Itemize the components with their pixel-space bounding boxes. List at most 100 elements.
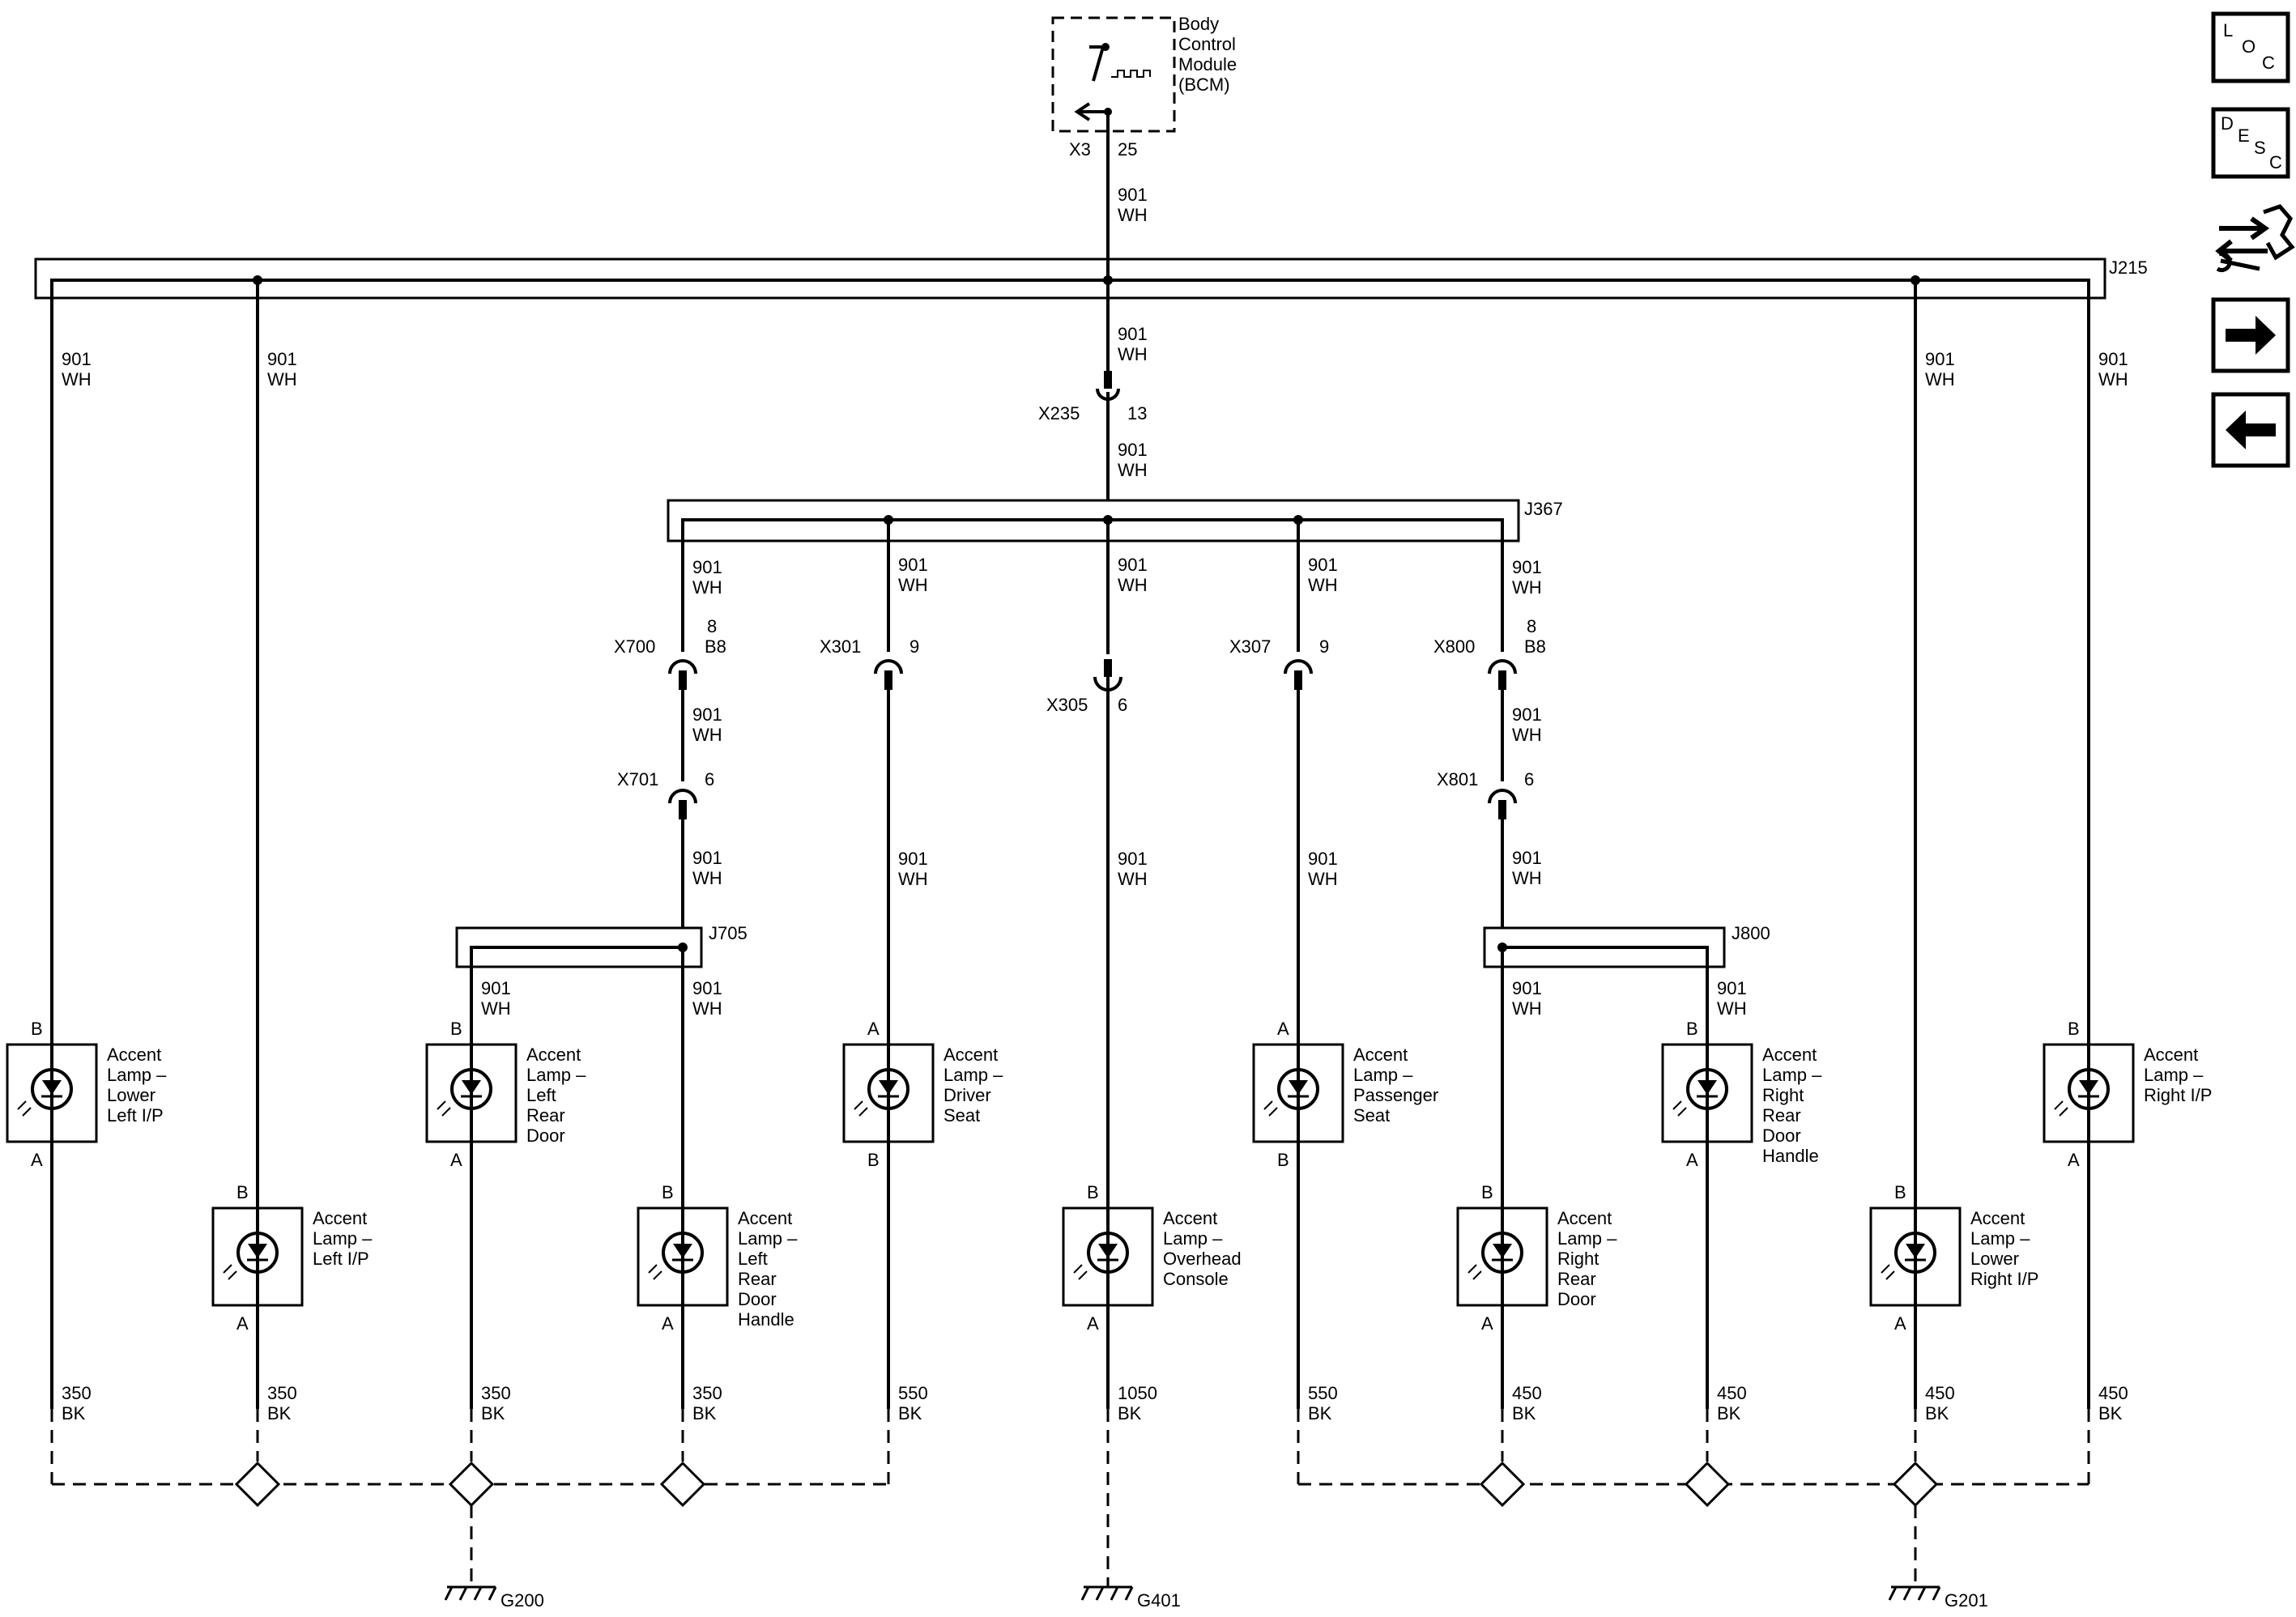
ground-wire-label: 450 xyxy=(1717,1383,1747,1403)
x700-pin-label: 8 xyxy=(707,616,717,636)
lamp-top-pin: B xyxy=(662,1182,674,1202)
ground-wire-label: 350 xyxy=(481,1383,511,1403)
wire-label: 901 xyxy=(1512,978,1542,998)
x800-connector-pin xyxy=(1498,670,1506,690)
lamp-bottom-pin: B xyxy=(867,1150,880,1170)
x301-pin-label: 9 xyxy=(909,636,919,657)
wire-label: WH xyxy=(1118,575,1148,595)
led-light-rays-icon xyxy=(17,1100,32,1117)
ground-wire-label: BK xyxy=(1512,1403,1536,1423)
lamp-label: Accent xyxy=(1762,1045,1817,1065)
lamp-label: Console xyxy=(1163,1269,1229,1289)
lamp-label: Accent xyxy=(107,1045,161,1065)
loc-button[interactable] xyxy=(2211,11,2290,83)
lamp-label: Left I/P xyxy=(313,1249,369,1269)
lamp-label: Lamp – xyxy=(1762,1065,1822,1085)
lamp-label: Seat xyxy=(1353,1105,1390,1126)
lamp-label: Lamp – xyxy=(313,1228,373,1249)
x235-connector-pin xyxy=(1104,371,1112,389)
ground-g201-icon xyxy=(1888,1585,1941,1601)
wire-label: WH xyxy=(1118,344,1148,364)
lamp-top-pin: A xyxy=(867,1019,880,1039)
lamp-bottom-pin: A xyxy=(31,1150,43,1170)
ground-splice-diamond xyxy=(659,1461,706,1508)
ground-splice-diamond xyxy=(448,1461,495,1508)
lamp-label: Door xyxy=(526,1126,565,1146)
lamp-bottom-pin: A xyxy=(1894,1313,1906,1334)
bcm-pulse-icon xyxy=(1111,70,1151,78)
lamp-label: Lamp – xyxy=(1970,1228,2030,1249)
wire-label: WH xyxy=(1308,869,1338,889)
x301-connector-pin xyxy=(884,670,892,690)
x800-connector-label: X800 xyxy=(1433,636,1475,657)
lamp-label: Lamp – xyxy=(944,1065,1003,1085)
lamp-label: Driver xyxy=(944,1085,991,1105)
x800-pin-label: 8 xyxy=(1527,616,1536,636)
lamp-label: Left I/P xyxy=(107,1105,164,1126)
wire-label: 901 xyxy=(1118,555,1148,575)
bcm-connector-label: X3 xyxy=(1069,139,1091,160)
lamp-label: Right I/P xyxy=(2144,1085,2212,1105)
lamp-top-pin: B xyxy=(1686,1019,1698,1039)
lamp-label: Rear xyxy=(738,1269,777,1289)
wire-label: WH xyxy=(2098,369,2128,389)
ground-wire-label: 550 xyxy=(1308,1383,1338,1403)
wire-label: WH xyxy=(898,869,928,889)
ground-label: G201 xyxy=(1945,1590,1988,1611)
lamp-label: Door xyxy=(1557,1289,1596,1309)
lamp-top-pin: B xyxy=(2068,1019,2080,1039)
bcm-module-name: Control xyxy=(1178,34,1236,54)
x305-pin-label: 6 xyxy=(1118,695,1127,715)
ground-wire-label: 1050 xyxy=(1118,1383,1157,1403)
ground-wire-label: BK xyxy=(481,1403,505,1423)
led-light-rays-icon xyxy=(1073,1264,1088,1280)
j800-label: J800 xyxy=(1732,923,1770,943)
lamp-label: Lower xyxy=(1970,1249,2019,1269)
ground-splice-diamond xyxy=(1684,1461,1731,1508)
led-light-rays-icon xyxy=(1467,1264,1482,1280)
wire-label: WH xyxy=(481,998,511,1019)
j800-bus xyxy=(1501,946,1709,967)
x307-connector-label: X307 xyxy=(1229,636,1271,657)
lamp-label: Accent xyxy=(944,1045,998,1065)
led-light-rays-icon xyxy=(648,1264,662,1280)
led-light-rays-icon xyxy=(854,1100,868,1117)
x800-connector-icon xyxy=(1488,659,1517,674)
lamp-label: Lamp – xyxy=(1163,1228,1223,1249)
x700-connector-pin xyxy=(679,670,687,690)
ground-wire-label: 550 xyxy=(898,1383,928,1403)
harness-wrench-icon[interactable] xyxy=(2215,216,2270,263)
x305-connector-pin xyxy=(1104,659,1112,677)
desc-icon: C xyxy=(2269,152,2282,172)
loc-icon: O xyxy=(2242,36,2256,57)
lamp-label: Lamp – xyxy=(1353,1065,1413,1085)
wire-label: WH xyxy=(1925,369,1955,389)
ground-wire-label: BK xyxy=(62,1403,86,1423)
lamp-top-pin: B xyxy=(450,1019,462,1039)
ground-wire-label: BK xyxy=(2098,1403,2123,1423)
lamp-label: Accent xyxy=(1557,1208,1612,1228)
lamp-label: Lamp – xyxy=(2144,1065,2204,1085)
splice-dot xyxy=(1497,943,1507,952)
desc-icon: D xyxy=(2221,113,2234,134)
wire-label: 901 xyxy=(898,555,928,575)
harness-wrench-icon xyxy=(2263,204,2295,261)
bcm-module-box xyxy=(1051,16,1176,133)
wire-label: 901 xyxy=(62,349,92,369)
lamp-label: Accent xyxy=(2144,1045,2198,1065)
wire-label: 901 xyxy=(1118,849,1148,869)
bcm-module-name: Body xyxy=(1178,14,1219,34)
lamp-bottom-pin: A xyxy=(450,1150,462,1170)
wire-label: 901 xyxy=(1308,849,1338,869)
x701-connector-label: X701 xyxy=(617,769,658,789)
x801-pin-label: 6 xyxy=(1524,769,1534,789)
x700-connector-label: X700 xyxy=(614,636,655,657)
ground-wire-label: BK xyxy=(267,1403,292,1423)
arrow-right-icon xyxy=(2226,316,2276,355)
lamp-label: Right xyxy=(1557,1249,1599,1269)
lamp-label: Lamp – xyxy=(1557,1228,1617,1249)
desc-button[interactable] xyxy=(2211,107,2290,179)
led-light-rays-icon xyxy=(223,1264,237,1280)
lamp-label: Handle xyxy=(738,1309,794,1330)
lamp-bottom-pin: A xyxy=(1686,1150,1698,1170)
